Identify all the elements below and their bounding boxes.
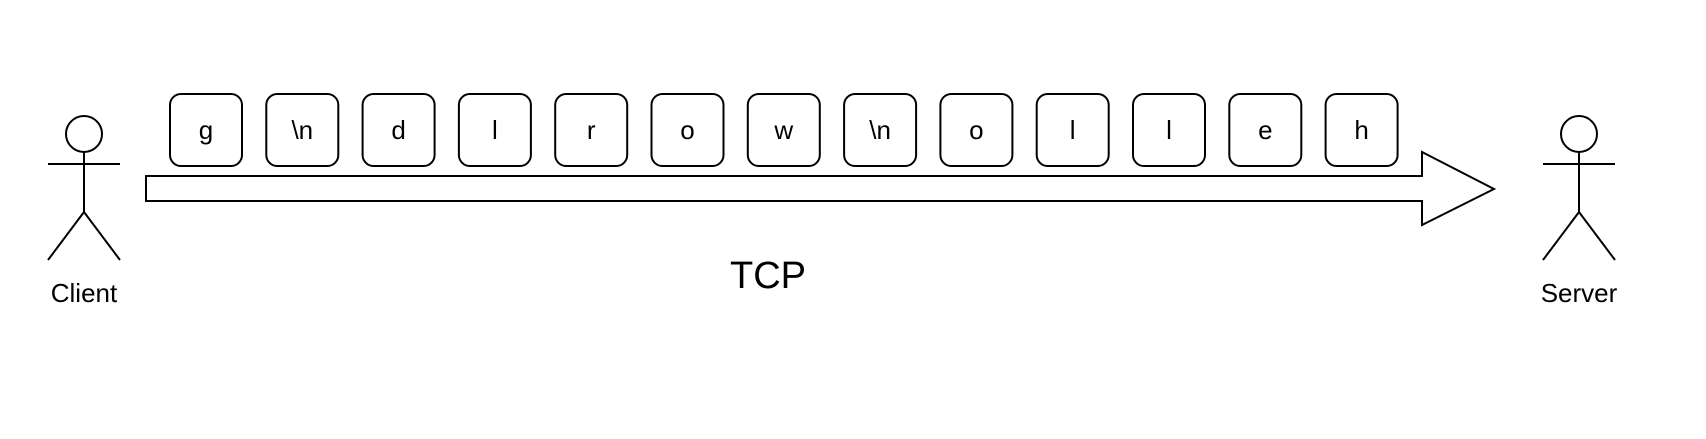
packet-box: l (1035, 93, 1110, 167)
packet-char: r (587, 115, 596, 145)
packet-char: o (969, 115, 983, 145)
packet-box-border (1132, 93, 1206, 167)
packet-box-border (554, 93, 629, 167)
packet-stream: g \n d l r o w \n o l l e h (169, 93, 1399, 167)
packet-char: l (1070, 115, 1076, 145)
packet-box-border (1324, 93, 1399, 167)
packet-box-border (361, 93, 436, 167)
packet-box-border (843, 93, 918, 167)
packet-box: e (1228, 93, 1303, 167)
packet-char: l (492, 115, 498, 145)
packet-box: g (169, 93, 243, 167)
packet-box-border (746, 93, 821, 167)
packet-box: o (939, 93, 1014, 167)
packet-char: d (391, 115, 405, 145)
client-actor-icon (47, 115, 121, 261)
packet-box: w (746, 93, 821, 167)
packet-box: h (1324, 93, 1399, 167)
packet-box: l (1132, 93, 1206, 167)
packet-char: e (1258, 115, 1272, 145)
packet-box: l (457, 93, 532, 167)
packet-box-border (457, 93, 532, 167)
server-actor-icon (1542, 115, 1616, 261)
packet-box-border (1228, 93, 1303, 167)
packet-box: r (554, 93, 629, 167)
packet-char: \n (291, 115, 313, 145)
packet-char: w (773, 115, 793, 145)
packet-box: \n (843, 93, 918, 167)
server-label: Server (1541, 278, 1618, 308)
packet-box-border (169, 93, 243, 167)
protocol-label: TCP (730, 255, 806, 297)
packet-box-border (650, 93, 725, 167)
packet-box-border (939, 93, 1014, 167)
client-label: Client (51, 278, 118, 308)
packet-box: d (361, 93, 436, 167)
packet-box: \n (265, 93, 340, 167)
packet-char: o (680, 115, 694, 145)
packet-box: o (650, 93, 725, 167)
packet-char: l (1166, 115, 1172, 145)
packet-char: \n (869, 115, 891, 145)
packet-char: h (1354, 115, 1368, 145)
packet-char: g (199, 115, 213, 145)
packet-box-border (265, 93, 340, 167)
packet-box-border (1035, 93, 1110, 167)
stream-arrow-icon (145, 150, 1497, 227)
